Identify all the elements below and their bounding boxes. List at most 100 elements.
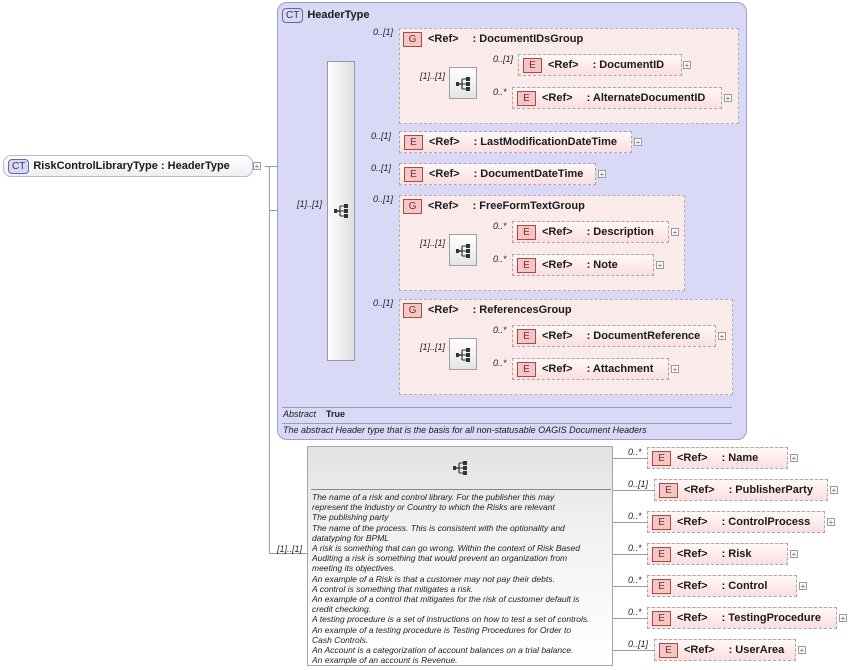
ref-tag: <Ref> (677, 548, 708, 560)
element-name: : DocumentReference (586, 330, 701, 342)
cardinality-label: 0..[1] (373, 27, 394, 37)
cardinality-label: 0..[1] (371, 131, 392, 141)
cardinality-label: [1]..[1] (420, 71, 446, 81)
group-header-references[interactable]: G<Ref>: ReferencesGroup (399, 301, 619, 321)
cardinality-label: 0..* (493, 325, 507, 335)
group-header-document-ids[interactable]: G<Ref>: DocumentIDsGroup (399, 30, 619, 50)
ref-tag: <Ref> (677, 452, 708, 464)
element-document-reference[interactable]: E<Ref>: DocumentReference (512, 325, 716, 347)
cardinality-label: 0..* (493, 221, 507, 231)
documentation-line: A risk is something that can go wrong. W… (312, 543, 580, 554)
expand-icon[interactable]: + (718, 332, 726, 341)
expand-icon[interactable]: + (839, 614, 847, 623)
documentation-line: An example of a control that mitigates f… (312, 594, 580, 605)
connector-line (612, 618, 647, 619)
documentation-block: The name of a risk and control library. … (312, 492, 590, 665)
element-name-label: : TestingProcedure (721, 612, 822, 624)
ref-tag: <Ref> (684, 484, 715, 496)
expand-icon[interactable]: + (830, 486, 838, 495)
expand-icon[interactable]: + (683, 61, 691, 70)
element-badge: E (404, 134, 423, 150)
element-control[interactable]: E<Ref>: Control (647, 575, 797, 597)
sequence-icon (334, 203, 350, 219)
element-name-label: : PublisherParty (728, 484, 813, 496)
element-note[interactable]: E<Ref>: Note (512, 254, 654, 276)
ref-tag: <Ref> (542, 259, 573, 271)
element-badge: E (652, 578, 671, 594)
element-control-process[interactable]: E<Ref>: ControlProcess (647, 511, 825, 533)
connector-line (612, 554, 647, 555)
element-user-area[interactable]: E<Ref>: UserArea (654, 639, 796, 661)
cardinality-label: 0..* (493, 358, 507, 368)
cardinality-label: [1]..[1] (277, 544, 303, 554)
expand-icon[interactable]: + (799, 582, 807, 591)
expand-icon[interactable]: + (827, 518, 835, 527)
element-badge: E (517, 90, 536, 106)
expand-icon[interactable]: + (790, 550, 798, 559)
documentation-line: Auditing a risk is something that would … (312, 553, 568, 564)
element-attachment[interactable]: E<Ref>: Attachment (512, 358, 669, 380)
element-description[interactable]: E<Ref>: Description (512, 221, 669, 243)
header-sequence-compositor[interactable] (327, 61, 355, 361)
element-document-date-time[interactable]: E<Ref>: DocumentDateTime (399, 163, 596, 185)
sequence-icon-box[interactable] (449, 338, 477, 370)
expand-icon[interactable]: + (724, 94, 732, 103)
element-name: : Note (586, 259, 618, 271)
connector-line (612, 650, 654, 651)
cardinality-label: 0..* (628, 543, 642, 553)
ref-tag: <Ref> (548, 59, 579, 71)
element-name-label: : UserArea (728, 644, 785, 656)
documentation-line: The publishing party (312, 512, 389, 523)
connector-line (612, 458, 647, 459)
cardinality-label: 0..* (628, 447, 642, 457)
cardinality-label: [1]..[1] (420, 342, 446, 352)
cardinality-label: 0..[1] (628, 639, 649, 649)
expand-icon[interactable]: + (634, 138, 642, 147)
element-last-modification-date-time[interactable]: E<Ref>: LastModificationDateTime (399, 131, 632, 153)
element-badge: E (517, 328, 536, 344)
ref-tag: <Ref> (677, 580, 708, 592)
sequence-icon (456, 347, 472, 363)
expand-icon[interactable]: + (671, 228, 679, 237)
root-base-type: HeaderType (167, 160, 230, 172)
element-badge: E (404, 166, 423, 182)
element-name[interactable]: E<Ref>: Name (647, 447, 788, 469)
expand-icon[interactable]: + (798, 646, 806, 655)
element-testing-procedure[interactable]: E<Ref>: TestingProcedure (647, 607, 837, 629)
group-header-free-form-text[interactable]: G<Ref>: FreeFormTextGroup (399, 197, 619, 217)
ref-tag: <Ref> (677, 516, 708, 528)
root-type-name: RiskControlLibraryType (33, 160, 158, 172)
expand-icon[interactable]: + (656, 261, 664, 270)
divider (282, 407, 732, 408)
sequence-icon-box[interactable] (449, 67, 477, 99)
connector-line (612, 522, 647, 523)
connector-line (612, 586, 647, 587)
element-document-id[interactable]: E<Ref>: DocumentID (518, 54, 682, 76)
sequence-icon-box[interactable] (449, 234, 477, 266)
expand-icon[interactable]: + (598, 170, 606, 179)
element-name: : DocumentDateTime (473, 168, 584, 180)
group-name: : ReferencesGroup (472, 304, 572, 316)
element-badge: E (652, 546, 671, 562)
cardinality-label: 0..* (628, 511, 642, 521)
expand-icon[interactable]: + (671, 365, 679, 374)
sequence-icon (453, 460, 469, 476)
type-separator: : (160, 160, 165, 172)
cardinality-label: 0..[1] (493, 54, 514, 64)
expand-icon[interactable]: + (253, 162, 261, 171)
documentation-line: A control is something that mitigates a … (312, 583, 474, 594)
main-sequence-compositor[interactable]: The name of a risk and control library. … (307, 446, 613, 666)
abstract-value: True (326, 409, 346, 419)
element-name: : DocumentID (592, 59, 665, 71)
expand-icon[interactable]: + (790, 454, 798, 463)
element-alternate-document-id[interactable]: E<Ref>: AlternateDocumentID (512, 87, 722, 109)
element-name: : AlternateDocumentID (586, 92, 706, 104)
element-risk[interactable]: E<Ref>: Risk (647, 543, 788, 565)
element-publisher-party[interactable]: E<Ref>: PublisherParty (654, 479, 828, 501)
ref-tag: <Ref> (429, 136, 460, 148)
group-name: : FreeFormTextGroup (472, 200, 585, 212)
cardinality-label: 0..[1] (373, 298, 394, 308)
element-badge: E (652, 610, 671, 626)
